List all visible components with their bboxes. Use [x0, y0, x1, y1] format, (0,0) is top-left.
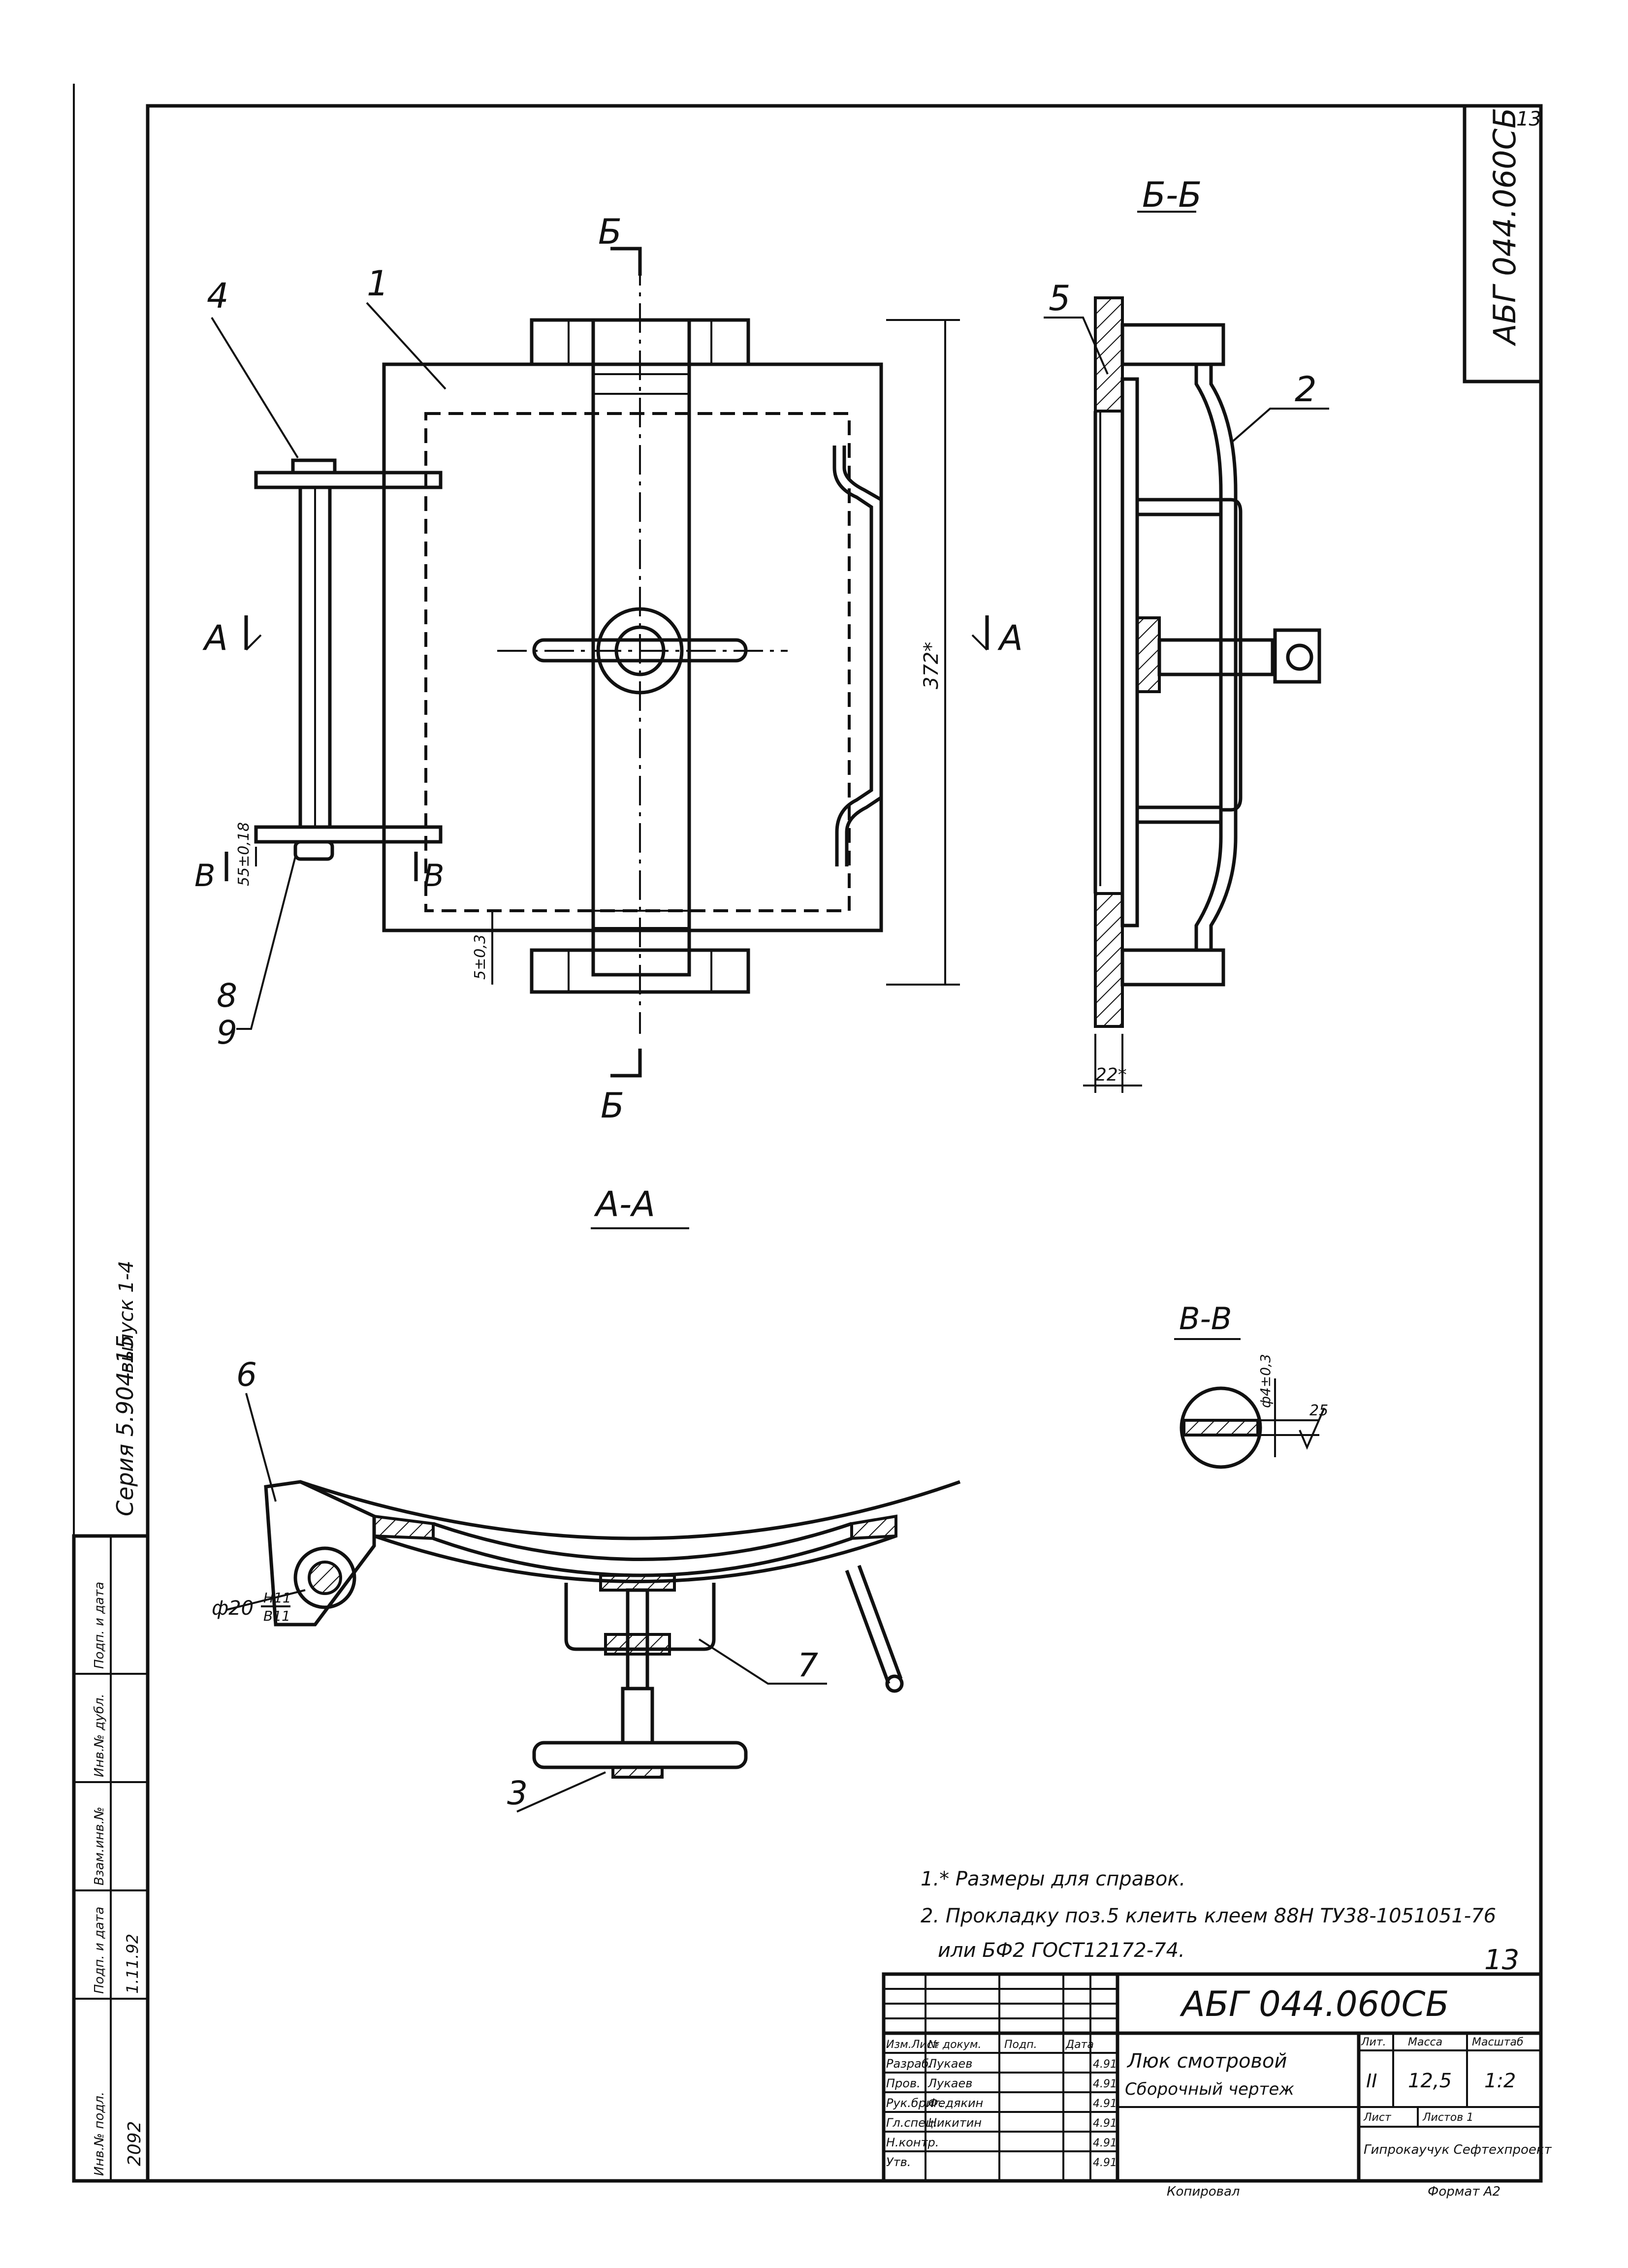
strip-label-5: Подп. и дата	[92, 1582, 107, 1669]
tb-row-3-name: Федякин	[928, 2096, 983, 2110]
strip-value-date: 1.11.92	[123, 1934, 142, 1994]
part-4: 4	[207, 276, 229, 316]
dim-d4: ф4±0,3	[1257, 1354, 1274, 1408]
tb-row-0-sign: Подп.	[1004, 2039, 1037, 2051]
note-1: 1.* Размеры для справок.	[921, 1868, 1185, 1890]
section-aa-title: А-А	[594, 1184, 655, 1224]
title-block: Изм.Лист № докум. Подп. Дата Разраб. Лук…	[882, 1972, 1552, 2199]
tb-row-4-date: 4.91	[1093, 2117, 1117, 2130]
strip-label-4: Инв.№ дубл.	[92, 1693, 107, 1777]
tb-format: Формат А2	[1428, 2184, 1500, 2199]
tb-row-4-name: Никитин	[928, 2116, 982, 2130]
tb-copied: Копировал	[1167, 2184, 1240, 2199]
tb-row-1-role: Разраб.	[886, 2057, 932, 2071]
dim-55: 55±0,18	[235, 822, 253, 886]
tb-row-2-role: Пров.	[886, 2076, 921, 2090]
dim-5: 5±0,3	[472, 934, 489, 980]
stamp-text: АБГ 044.060СБ	[1487, 108, 1523, 347]
tb-name: Люк смотровой	[1126, 2050, 1287, 2073]
part-7: 7	[798, 1646, 818, 1684]
cut-label-b-top: Б	[598, 212, 622, 252]
tb-row-3-date: 4.91	[1093, 2098, 1117, 2110]
side-strip: Подп. и дата Инв.№ дубл. Взам.инв.№ Подп…	[72, 1261, 150, 2183]
main-view: Б Б А А В В 372* 5±0,3 55±0,18 4 1 8 9	[194, 212, 1023, 1126]
tb-mass: 12,5	[1408, 2070, 1452, 2092]
section-vv-title: В-В	[1179, 1301, 1232, 1337]
strip-label-3: Взам.инв.№	[92, 1807, 107, 1885]
cut-label-a-right: А	[997, 618, 1023, 658]
part-6: 6	[236, 1356, 257, 1394]
note-2: 2. Прокладку поз.5 клеить клеем 88Н ТУ38…	[921, 1905, 1496, 1927]
section-bb-view: Б-Б 22* 5 2	[1044, 175, 1329, 1093]
strip-value-inv: 2092	[125, 2121, 145, 2166]
tb-row-5-date: 4.91	[1093, 2137, 1117, 2149]
tb-doc-type: Сборочный чертеж	[1125, 2079, 1294, 2099]
tb-scale-label: Масштаб	[1472, 2036, 1524, 2048]
page-number-top: 13	[1516, 108, 1541, 130]
cut-label-v-right: В	[423, 858, 445, 894]
corner-page-mark: 13	[1484, 1944, 1519, 1976]
part-9: 9	[217, 1014, 237, 1052]
tb-row-2-date: 4.91	[1093, 2078, 1117, 2090]
fit-num: H11	[263, 1590, 291, 1606]
cut-label-b-bottom: Б	[601, 1086, 624, 1126]
tb-org: Гипрокаучук Сефтехпроект	[1364, 2142, 1552, 2157]
tb-row-1-name: Лукаев	[927, 2057, 972, 2071]
cut-label-a-left: А	[202, 618, 228, 658]
tb-row-3-role: Рук.бриг.	[886, 2096, 944, 2110]
notes: 1.* Размеры для справок. 2. Прокладку по…	[921, 1868, 1519, 1976]
sheet-frame	[73, 84, 1543, 2183]
tb-row-6-date: 4.91	[1093, 2157, 1117, 2169]
tb-sheet-label: Лист	[1363, 2111, 1392, 2124]
dim-22: 22*	[1095, 1065, 1127, 1085]
part-3: 3	[507, 1774, 528, 1812]
dim-dia20: ф20	[212, 1597, 254, 1620]
tb-lit: II	[1366, 2070, 1377, 2092]
tb-row-5-role: Н.контр.	[886, 2136, 939, 2149]
tb-scale: 1:2	[1484, 2070, 1516, 2092]
part-8: 8	[217, 977, 237, 1015]
tb-sheets-label: Листов 1	[1422, 2111, 1473, 2124]
strip-label-2: Подп. и дата	[92, 1907, 107, 1994]
part-5: 5	[1049, 278, 1071, 319]
dim-372: 372*	[920, 642, 943, 689]
tb-row-0-date: Дата	[1065, 2039, 1094, 2051]
part-1: 1	[367, 263, 389, 304]
section-bb-title: Б-Б	[1142, 175, 1202, 215]
strip-label-1: Инв.№ подл.	[92, 2092, 107, 2176]
tb-row-2-name: Лукаев	[927, 2076, 972, 2090]
part-2: 2	[1295, 369, 1317, 410]
tb-row-4-role: Гл.спец.	[886, 2116, 937, 2130]
series-text: Серия 5.904-15	[112, 1335, 138, 1516]
tb-row-6-role: Утв.	[886, 2155, 911, 2169]
section-vv-view: В-В ф4±0,3 25	[1174, 1301, 1328, 1469]
tb-mass-label: Масса	[1408, 2036, 1442, 2048]
tb-designation: АБГ 044.060СБ	[1180, 1984, 1449, 2024]
tb-lit-label: Лит.	[1361, 2036, 1386, 2048]
note-3: или БФ2 ГОСТ12172-74.	[938, 1939, 1185, 1962]
tb-row-1-date: 4.91	[1093, 2058, 1117, 2071]
fit-den: B11	[263, 1608, 290, 1624]
tb-row-0-role: Изм.Лист	[886, 2039, 940, 2051]
tb-row-0-name: № докум.	[927, 2039, 981, 2051]
section-aa-view: А-А 6 7 3 ф20 H11	[212, 1184, 961, 1813]
cut-label-v-left: В	[194, 858, 216, 894]
roughness: 25	[1309, 1402, 1328, 1419]
issue-text: выпуск 1-4	[115, 1261, 138, 1374]
top-right-stamp: АБГ 044.060СБ 13	[1463, 104, 1543, 383]
